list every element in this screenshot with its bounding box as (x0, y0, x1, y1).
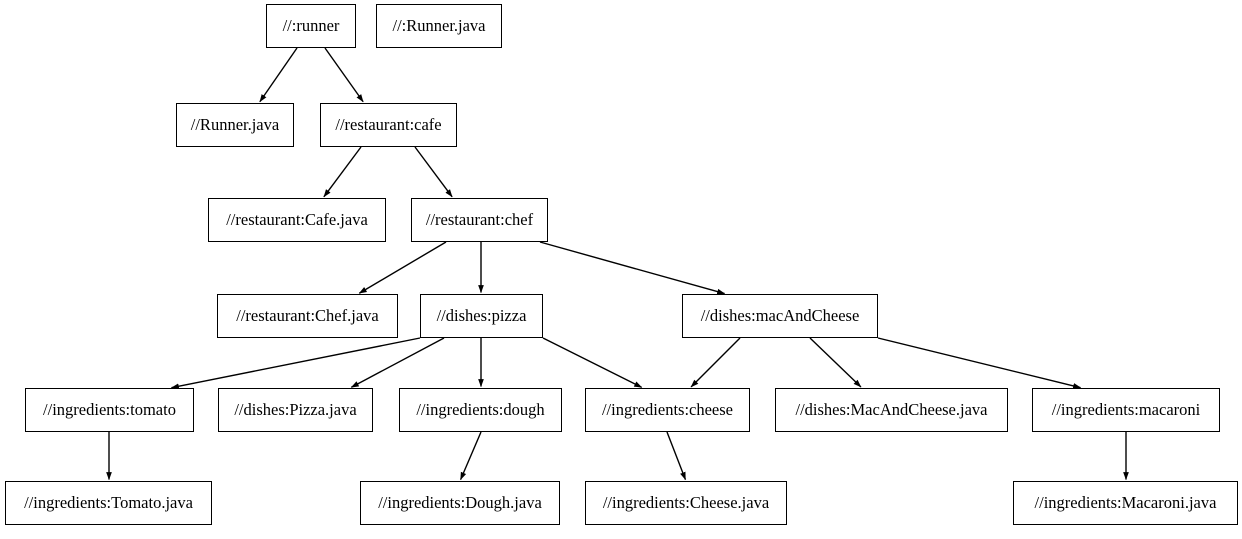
graph-node-restaurant_chef_java[interactable]: //restaurant:Chef.java (217, 294, 398, 338)
graph-edge-dishes_macandcheese-to-ingredients_cheese (690, 337, 741, 388)
graph-node-label: //ingredients:Cheese.java (602, 492, 770, 512)
graph-edge-dishes_pizza-to-ingredients_cheese (542, 337, 643, 388)
graph-node-restaurant_chef[interactable]: //restaurant:chef (411, 198, 548, 242)
graph-node-label: //restaurant:Cafe.java (226, 209, 368, 229)
graph-node-label: //restaurant:Chef.java (236, 305, 379, 325)
graph-node-label: //ingredients:Macaroni.java (1034, 492, 1217, 512)
graph-node-ingredients_macaroni_java[interactable]: //ingredients:Macaroni.java (1013, 481, 1238, 525)
graph-node-restaurant_cafe_java[interactable]: //restaurant:Cafe.java (208, 198, 386, 242)
graph-node-label: //Runner.java (190, 114, 280, 134)
graph-edge-runner-to-runner_java (259, 47, 298, 103)
graph-node-label: //ingredients:cheese (601, 399, 734, 419)
graph-node-dishes_pizza_java[interactable]: //dishes:Pizza.java (218, 388, 373, 432)
graph-node-ingredients_dough[interactable]: //ingredients:dough (399, 388, 562, 432)
graph-node-label: //restaurant:cafe (335, 114, 442, 134)
graph-node-label: //ingredients:dough (416, 399, 545, 419)
graph-node-label: //ingredients:Dough.java (378, 492, 542, 512)
graph-node-label: //:Runner.java (392, 15, 486, 35)
graph-edge-ingredients_cheese-to-ingredients_cheese_java (666, 431, 687, 481)
graph-node-ingredients_cheese_java[interactable]: //ingredients:Cheese.java (585, 481, 787, 525)
graph-edge-dishes_macandcheese-to-ingredients_macaroni (877, 337, 1082, 389)
graph-edge-ingredients_dough-to-ingredients_dough_java (459, 431, 482, 481)
graph-node-runner_java[interactable]: //Runner.java (176, 103, 294, 147)
graph-node-label: //:runner (282, 15, 340, 35)
graph-node-runner[interactable]: //:runner (266, 4, 356, 48)
graph-node-label: //ingredients:macaroni (1051, 399, 1201, 419)
graph-node-label: //dishes:MacAndCheese.java (795, 399, 988, 419)
graph-node-ingredients_cheese[interactable]: //ingredients:cheese (585, 388, 750, 432)
graph-node-label: //restaurant:chef (425, 209, 534, 229)
graph-node-ingredients_macaroni[interactable]: //ingredients:macaroni (1032, 388, 1220, 432)
graph-edge-runner-to-restaurant_cafe (324, 47, 364, 103)
graph-edge-restaurant_cafe-to-restaurant_cafe_java (323, 146, 362, 198)
graph-node-ingredients_tomato_java[interactable]: //ingredients:Tomato.java (5, 481, 212, 525)
graph-edge-dishes_pizza-to-ingredients_tomato (170, 337, 421, 390)
graph-edge-restaurant_chef-to-dishes_macandcheese (539, 241, 726, 295)
graph-edge-restaurant_chef-to-restaurant_chef_java (358, 241, 447, 294)
graph-node-dishes_pizza[interactable]: //dishes:pizza (420, 294, 543, 338)
graph-node-runner_java_root[interactable]: //:Runner.java (376, 4, 502, 48)
graph-node-label: //dishes:Pizza.java (234, 399, 357, 419)
graph-node-label: //dishes:macAndCheese (700, 305, 860, 325)
graph-node-label: //dishes:pizza (436, 305, 527, 325)
graph-node-dishes_macandcheese[interactable]: //dishes:macAndCheese (682, 294, 878, 338)
graph-edge-restaurant_cafe-to-restaurant_chef (414, 146, 453, 198)
graph-node-ingredients_dough_java[interactable]: //ingredients:Dough.java (360, 481, 560, 525)
graph-node-restaurant_cafe[interactable]: //restaurant:cafe (320, 103, 457, 147)
graph-edge-dishes_macandcheese-to-dishes_macandcheese_java (809, 337, 862, 388)
graph-node-dishes_macandcheese_java[interactable]: //dishes:MacAndCheese.java (775, 388, 1008, 432)
graph-node-label: //ingredients:tomato (43, 399, 176, 419)
graph-node-ingredients_tomato[interactable]: //ingredients:tomato (25, 388, 194, 432)
graph-edge-dishes_pizza-to-dishes_pizza_java (350, 337, 445, 388)
graph-node-label: //ingredients:Tomato.java (24, 492, 193, 512)
